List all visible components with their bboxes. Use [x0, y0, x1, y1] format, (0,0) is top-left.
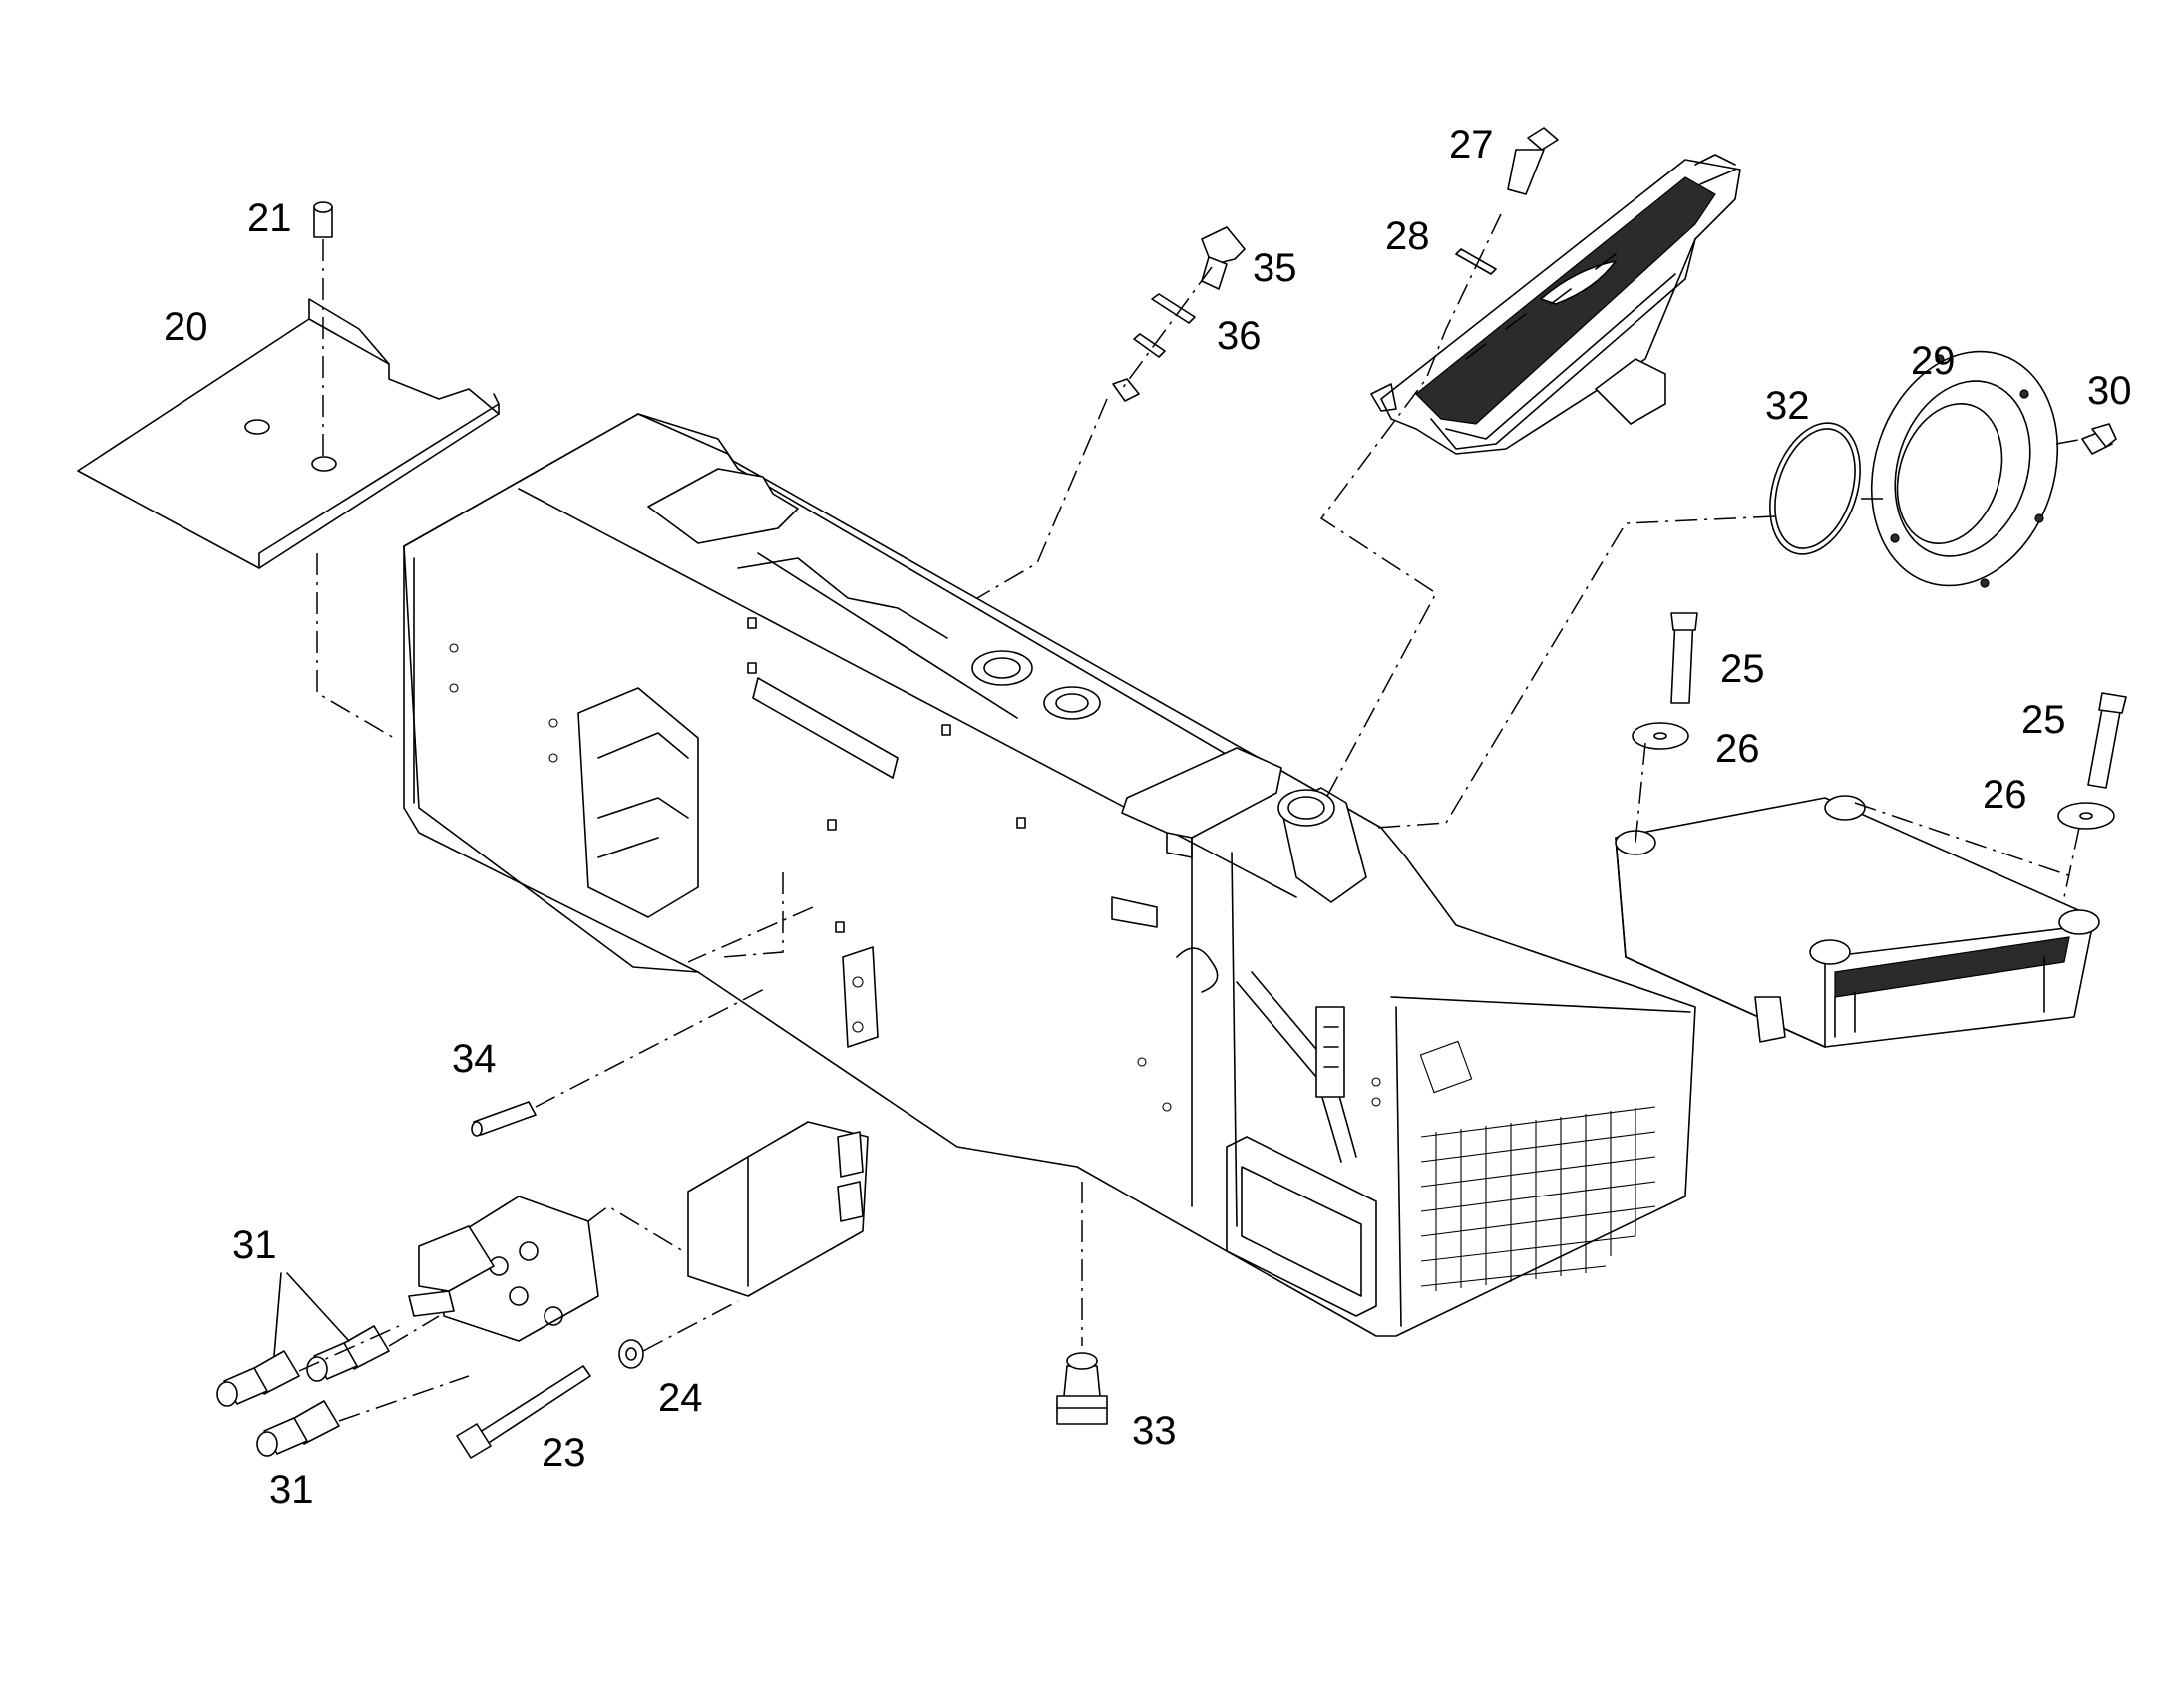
callout-27: 27	[1449, 123, 1494, 167]
callout-23: 23	[542, 1431, 586, 1475]
grille	[1420, 1106, 1656, 1291]
valve-block-assembly	[408, 1196, 599, 1342]
drain-plug-part-33	[1056, 1352, 1108, 1425]
callout-21: 21	[247, 196, 292, 240]
bolt-part-25-left	[1670, 612, 1698, 704]
washer-part-24	[618, 1339, 644, 1369]
bolt-part-27	[1507, 127, 1559, 195]
bolt-part-25-right	[2087, 692, 2127, 789]
callout-26-left: 26	[1715, 727, 1760, 771]
callout-31-bottom: 31	[269, 1468, 314, 1512]
callout-26-right: 26	[1983, 773, 2027, 817]
cartridge-valve-part-31-b	[306, 1325, 390, 1382]
flange-cover-part-29	[1870, 350, 2059, 588]
callout-labels: 20 21 35 36 27 28 32 29 30 25 26 25 26 3…	[164, 123, 2132, 1512]
callout-32: 32	[1765, 384, 1810, 428]
spacer-part-21	[313, 201, 333, 238]
cover-plate-part-20	[77, 298, 500, 569]
callout-24: 24	[658, 1376, 703, 1420]
callout-31-top: 31	[232, 1223, 277, 1267]
fan-assembly	[1370, 154, 1741, 455]
callout-35: 35	[1253, 246, 1297, 290]
washer-part-26-right	[2057, 802, 2115, 830]
callout-29: 29	[1911, 339, 1956, 383]
washer-part-26-left	[1632, 722, 1689, 750]
cartridge-valve-part-31-c	[256, 1400, 340, 1457]
callout-25-right: 25	[2021, 698, 2066, 742]
bolt-part-35	[1201, 226, 1246, 290]
callout-28: 28	[1385, 214, 1430, 258]
cooler-radiator	[1615, 795, 2100, 1048]
long-bolt-part-23	[456, 1365, 591, 1459]
screw-part-30	[2081, 423, 2117, 455]
callout-20: 20	[164, 305, 208, 349]
valve-mount-block	[687, 1121, 869, 1297]
callout-34: 34	[452, 1037, 497, 1081]
main-frame-housing	[403, 413, 1696, 1337]
o-ring-part-32	[1769, 422, 1861, 555]
washer-part-36	[1112, 293, 1196, 402]
washer-part-28	[1455, 248, 1497, 275]
callout-33: 33	[1132, 1409, 1177, 1453]
pin-part-34	[471, 1101, 537, 1137]
callout-36: 36	[1217, 314, 1262, 358]
cartridge-valve-part-31-a	[216, 1350, 300, 1407]
callout-30: 30	[2087, 369, 2132, 413]
leader-lines	[298, 213, 2085, 1422]
callout-25-left: 25	[1720, 647, 1765, 691]
